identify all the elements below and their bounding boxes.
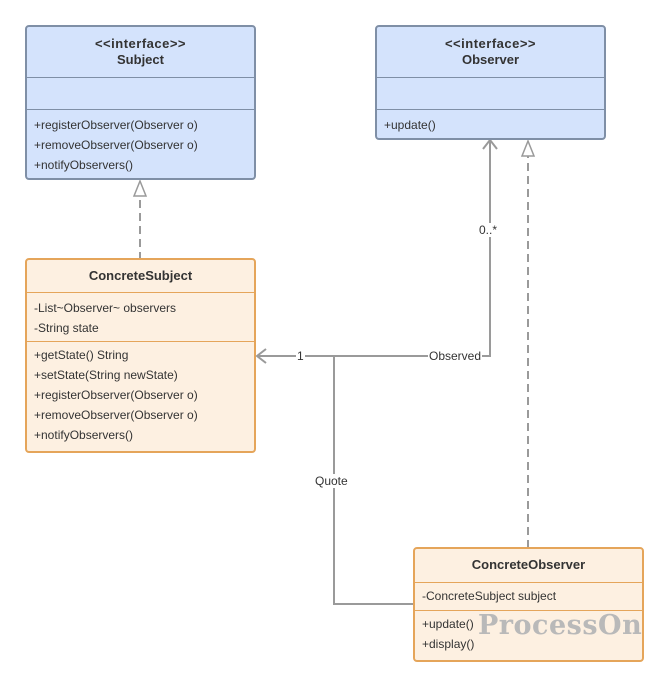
concrete-observer-name: ConcreteObserver	[471, 557, 586, 572]
subject-methods-section: +registerObserver(Observer o) +removeObs…	[27, 109, 254, 175]
concrete-subject-header: ConcreteSubject	[27, 260, 254, 292]
concrete-subject-class-box[interactable]: ConcreteSubject -List~Observer~ observer…	[25, 258, 256, 453]
subject-name: Subject	[117, 52, 164, 67]
concrete-subject-name: ConcreteSubject	[88, 268, 193, 283]
concrete-observer-attributes-section: -ConcreteSubject subject	[415, 582, 642, 610]
subject-method: +removeObserver(Observer o)	[34, 138, 198, 152]
concrete-observer-method: +update()	[422, 617, 474, 631]
observed-association-edge[interactable]	[257, 140, 491, 357]
observer-attributes-section	[377, 77, 604, 109]
processon-watermark: ProcessOn	[478, 610, 643, 641]
observed-source-multiplicity: 1	[296, 349, 305, 363]
concrete-subject-attribute: -List~Observer~ observers	[34, 301, 177, 315]
observer-stereotype: <<interface>>	[444, 36, 537, 51]
quote-association-edge[interactable]	[333, 356, 413, 605]
observer-interface-box[interactable]: <<interface>> Observer +update()	[375, 25, 606, 140]
concrete-subject-methods-section: +getState() String +setState(String newS…	[27, 341, 254, 445]
subject-method: +registerObserver(Observer o)	[34, 118, 198, 132]
concrete-observer-methods-section: +update() +display()	[415, 610, 642, 654]
concrete-subject-method: +setState(String newState)	[34, 368, 178, 382]
observed-target-multiplicity: 0..*	[478, 223, 499, 237]
observed-association-label: Observed	[428, 349, 483, 363]
observed-arrowhead-subject	[255, 348, 267, 364]
quote-association-label: Quote	[314, 474, 349, 488]
concrete-observer-class-box[interactable]: ConcreteObserver -ConcreteSubject subjec…	[413, 547, 644, 662]
subject-method: +notifyObservers()	[34, 158, 134, 172]
realization-subject-arrowhead	[132, 178, 148, 197]
concrete-subject-method: +notifyObservers()	[34, 428, 134, 442]
subject-attributes-section	[27, 77, 254, 109]
subject-interface-box[interactable]: <<interface>> Subject +registerObserver(…	[25, 25, 256, 180]
subject-stereotype: <<interface>>	[94, 36, 187, 51]
observer-methods-section: +update()	[377, 109, 604, 135]
concrete-observer-attribute: -ConcreteSubject subject	[422, 589, 557, 603]
concrete-observer-header: ConcreteObserver	[415, 549, 642, 582]
subject-header: <<interface>> Subject	[27, 27, 254, 77]
observed-arrowhead-observer	[482, 138, 498, 150]
concrete-subject-attribute: -String state	[34, 321, 99, 335]
concrete-observer-method: +display()	[422, 637, 475, 651]
concrete-subject-method: +removeObserver(Observer o)	[34, 408, 198, 422]
concrete-subject-method: +registerObserver(Observer o)	[34, 388, 198, 402]
observer-header: <<interface>> Observer	[377, 27, 604, 77]
observer-method: +update()	[384, 118, 436, 132]
observer-name: Observer	[461, 52, 520, 67]
concrete-subject-method: +getState() String	[34, 348, 129, 362]
realization-observer-arrowhead	[520, 138, 536, 157]
concrete-subject-attributes-section: -List~Observer~ observers -String state	[27, 292, 254, 341]
